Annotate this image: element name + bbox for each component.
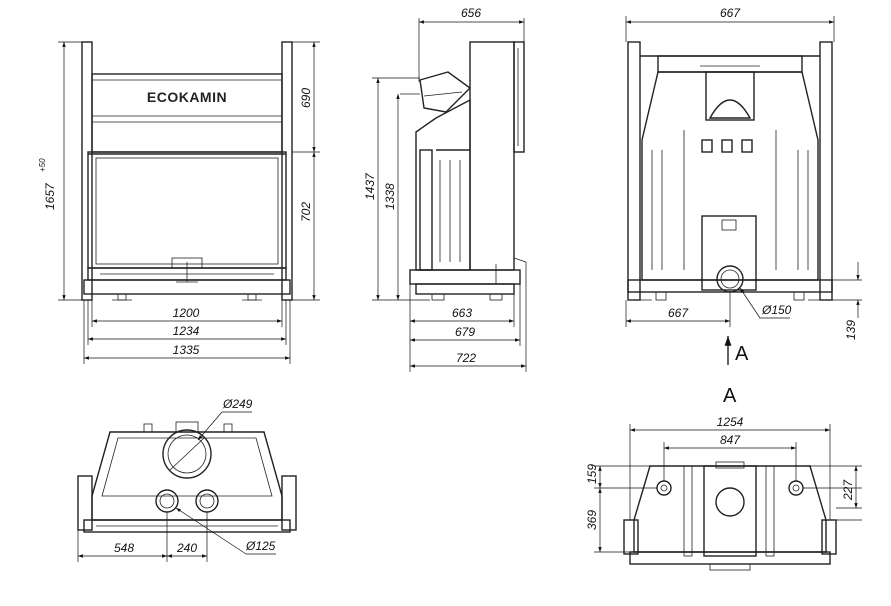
dim-height-total: 1657 <box>43 182 57 210</box>
view-a-dimensions: 1254 847 159 369 227 <box>585 415 862 553</box>
dim-height-1437: 1437 <box>363 172 377 200</box>
dim-depth-663: 663 <box>452 306 472 320</box>
dim-width-1200: 1200 <box>173 306 200 320</box>
top-view <box>77 421 297 533</box>
front-dimensions: 1657 +50 690 702 1200 1234 1335 <box>38 41 320 364</box>
dim-height-1338: 1338 <box>383 183 397 210</box>
front-view: ECOKAMIN <box>81 41 293 301</box>
dim-spacing-240: 240 <box>176 541 197 555</box>
dim-width-1335: 1335 <box>173 343 200 357</box>
dim-height-lower: 702 <box>299 202 313 222</box>
side-dimensions: 656 1437 1338 663 679 722 <box>363 6 527 372</box>
dim-height-159: 159 <box>585 464 599 484</box>
dim-rear-width-bottom: 667 <box>668 306 689 320</box>
dim-depth-722: 722 <box>456 351 476 365</box>
view-a-title: A <box>723 385 737 407</box>
dim-depth-656: 656 <box>461 6 481 20</box>
dim-flue-diameter: Ø249 <box>222 397 253 411</box>
dim-width-847: 847 <box>720 433 741 447</box>
dim-outlet-diameter: Ø150 <box>761 303 792 317</box>
dim-height-upper: 690 <box>299 88 313 108</box>
dim-height-139: 139 <box>844 320 858 340</box>
dim-offset-548: 548 <box>114 541 134 555</box>
view-arrow-label: A <box>735 343 749 365</box>
side-view <box>400 41 527 301</box>
dim-height-369: 369 <box>585 510 599 530</box>
rear-dimensions: 667 667 Ø150 139 A <box>625 6 862 365</box>
dim-height-227: 227 <box>841 479 855 501</box>
rear-view <box>627 41 833 301</box>
brand-logo: ECOKAMIN <box>147 89 227 105</box>
view-a: A <box>623 385 837 571</box>
dim-height-tolerance: +50 <box>38 158 47 172</box>
dim-width-1234: 1234 <box>173 324 200 338</box>
top-dimensions: Ø249 Ø125 548 240 <box>77 397 276 562</box>
dim-width-1254: 1254 <box>717 415 744 429</box>
dim-depth-679: 679 <box>455 325 475 339</box>
dim-rear-width-top: 667 <box>720 6 741 20</box>
dim-inlet-diameter: Ø125 <box>245 539 276 553</box>
